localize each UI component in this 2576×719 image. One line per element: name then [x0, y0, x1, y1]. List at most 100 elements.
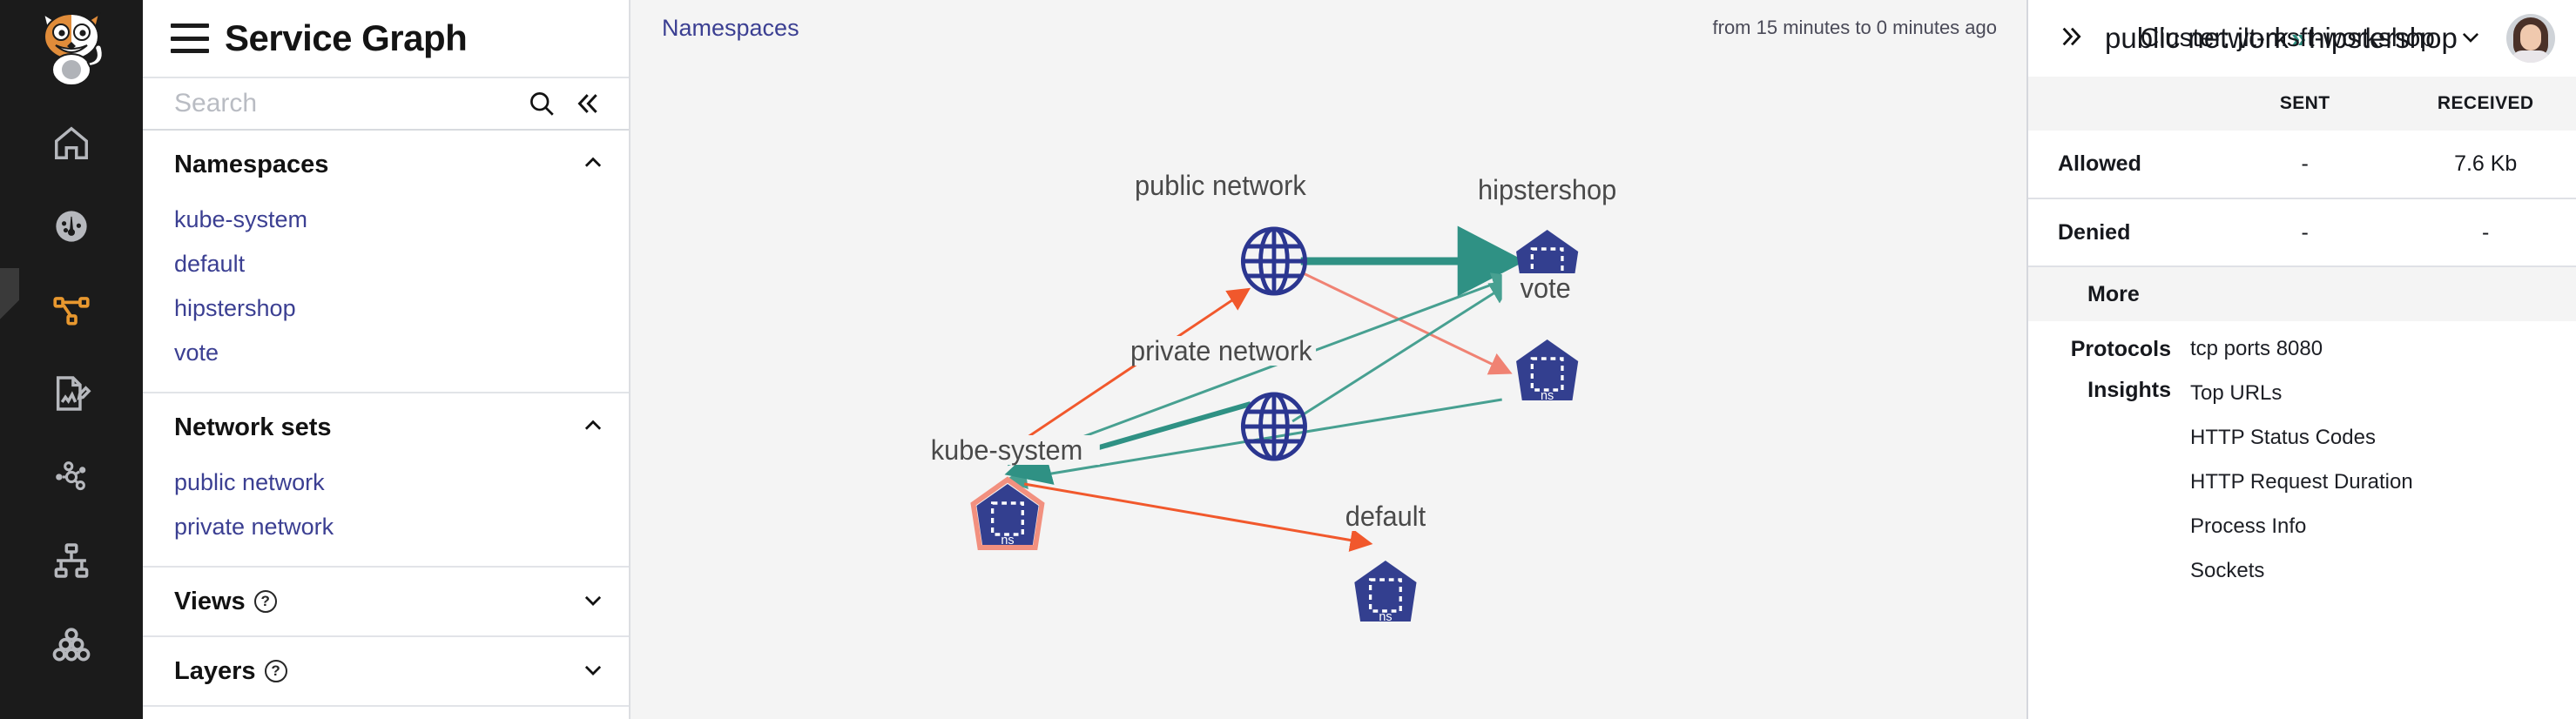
group-title: Network sets	[174, 413, 332, 441]
table-header-row: SENT RECEIVED	[2028, 77, 2576, 131]
insight-sockets[interactable]: Sockets	[2190, 559, 2265, 582]
protocols-row: Protocols tcp ports 8080	[2028, 321, 2576, 362]
sidebar-item-hipstershop[interactable]: hipstershop	[174, 295, 296, 321]
insight-http-status-codes[interactable]: HTTP Status Codes	[2190, 426, 2376, 449]
sidebar-item-private-network[interactable]: private network	[174, 514, 334, 540]
chevron-up-icon[interactable]	[580, 413, 606, 443]
expand-details-icon[interactable]	[2058, 23, 2086, 55]
group-title: Layers	[174, 656, 256, 685]
group-layers: Layers ?	[143, 637, 629, 707]
help-icon[interactable]: ?	[253, 590, 277, 613]
edge-private-network-to-hipstershop	[1291, 280, 1514, 423]
cell-allowed-received: 7.6 Kb	[2395, 131, 2576, 199]
breadcrumb[interactable]: Namespaces	[662, 14, 799, 41]
group-network-sets: Network sets public network private netw…	[143, 393, 629, 568]
details-panel: public network » hipstershop SENT RECEIV…	[2026, 0, 2576, 719]
gauge-icon	[56, 211, 87, 242]
sidebar-item-endpoints[interactable]	[0, 519, 143, 602]
column-header-sent: SENT	[2214, 77, 2396, 131]
insight-top-urls[interactable]: Top URLs	[2190, 381, 2283, 405]
column-header-received: RECEIVED	[2395, 77, 2576, 131]
chevron-up-icon[interactable]	[580, 150, 606, 180]
avatar[interactable]	[2506, 14, 2555, 63]
group-title: Namespaces	[174, 150, 329, 178]
cell-denied-received: -	[2395, 198, 2576, 267]
svg-text:ns: ns	[1379, 610, 1392, 624]
page-title: Service Graph	[225, 17, 468, 58]
row-label-allowed: Allowed	[2028, 131, 2215, 199]
details-destination: hipstershop	[2309, 22, 2458, 54]
collapse-panel-icon[interactable]	[564, 81, 610, 126]
insights-row: Insights Top URLs HTTP Status Codes HTTP…	[2028, 362, 2576, 600]
graph-canvas[interactable]: public network private network	[631, 56, 2026, 719]
protocols-label: Protocols	[2070, 337, 2171, 361]
group-header-views[interactable]: Views ?	[143, 568, 629, 635]
document-edit-icon	[56, 376, 91, 411]
sidebar-item-public-network[interactable]: public network	[174, 469, 325, 495]
group-header-network-sets[interactable]: Network sets	[143, 393, 629, 461]
group-body-namespaces: kube-system default hipstershop vote	[143, 198, 629, 392]
svg-text:private network: private network	[1130, 335, 1312, 366]
insights-label: Insights	[2087, 378, 2171, 402]
graph-node-public-network: public network	[1130, 170, 1312, 296]
chevron-down-icon[interactable]	[580, 656, 606, 687]
sidebar-item-home[interactable]	[0, 101, 143, 185]
group-header-namespaces[interactable]: Namespaces	[143, 131, 629, 198]
edge-kube-system-to-default	[1023, 482, 1373, 552]
sidebar-item-vote[interactable]: vote	[174, 339, 219, 366]
traffic-table: SENT RECEIVED Allowed - 7.6 Kb Denied - …	[2028, 77, 2576, 267]
stacked-circles-icon	[52, 628, 91, 662]
service-graph-canvas-area: Namespaces from 15 minutes to 0 minutes …	[629, 0, 2026, 719]
edge-kube-system-to-hipstershop	[1007, 272, 1515, 467]
svg-text:public network: public network	[1135, 170, 1306, 201]
protocols-value: tcp ports 8080	[2190, 337, 2323, 360]
search-icon[interactable]	[519, 81, 564, 126]
details-source: public network	[2105, 22, 2289, 54]
help-icon[interactable]: ?	[264, 660, 287, 682]
search-input[interactable]	[174, 89, 519, 118]
org-chart-icon	[54, 543, 89, 578]
sidebar-item-kube-system[interactable]: kube-system	[174, 206, 308, 232]
details-title: public network » hipstershop	[2105, 22, 2458, 55]
filter-panel: Service Graph Namespaces	[143, 0, 629, 719]
details-header: public network » hipstershop	[2028, 0, 2576, 77]
more-section-header[interactable]: More	[2028, 267, 2576, 321]
rail-items	[0, 101, 143, 686]
network-nodes-icon	[56, 461, 86, 491]
graph-header: Namespaces from 15 minutes to 0 minutes …	[631, 0, 2026, 56]
chevron-down-icon[interactable]	[580, 587, 606, 617]
sidebar-item-network-sets[interactable]	[0, 435, 143, 519]
sidebar-item-policies[interactable]	[0, 352, 143, 435]
row-label-denied: Denied	[2028, 198, 2215, 267]
svg-text:ns: ns	[1541, 389, 1554, 403]
sidebar-item-dashboards[interactable]	[0, 185, 143, 268]
hamburger-menu-icon[interactable]	[171, 24, 209, 53]
insight-http-request-duration[interactable]: HTTP Request Duration	[2190, 470, 2413, 494]
panel-header: Service Graph	[143, 0, 629, 77]
time-range-label[interactable]: from 15 minutes to 0 minutes ago	[1712, 17, 1998, 38]
cell-allowed-sent: -	[2214, 131, 2396, 199]
column-header-blank	[2028, 77, 2215, 131]
insight-process-info[interactable]: Process Info	[2190, 514, 2307, 538]
sidebar-item-nodes[interactable]	[0, 602, 143, 686]
group-header-layers[interactable]: Layers ?	[143, 637, 629, 705]
svg-text:hipstershop: hipstershop	[1478, 174, 1616, 205]
cell-denied-sent: -	[2214, 198, 2396, 267]
table-row: Denied - -	[2028, 198, 2576, 267]
group-title: Views	[174, 587, 246, 615]
service-graph-icon	[53, 297, 90, 326]
graph-node-vote: vote ns	[1501, 272, 1589, 403]
home-icon	[55, 126, 88, 159]
graph-node-default: default ns	[1332, 501, 1439, 624]
edge-public-network-to-vote	[1303, 272, 1513, 375]
sidebar-item-service-graph[interactable]	[0, 268, 143, 352]
topbar-right: Cluster: jlt-msft-workshop	[2141, 0, 2555, 77]
insights-list: Top URLs HTTP Status Codes HTTP Request …	[2190, 378, 2413, 600]
edge-kube-system-to-public-network	[998, 287, 1251, 458]
icon-rail	[0, 0, 143, 719]
sidebar-item-default[interactable]: default	[174, 251, 246, 277]
chevron-down-icon[interactable]	[2458, 24, 2484, 54]
calico-cat-logo[interactable]	[30, 5, 113, 89]
cluster-selector-label[interactable]: Cluster: jlt-msft-workshop	[2140, 24, 2435, 52]
